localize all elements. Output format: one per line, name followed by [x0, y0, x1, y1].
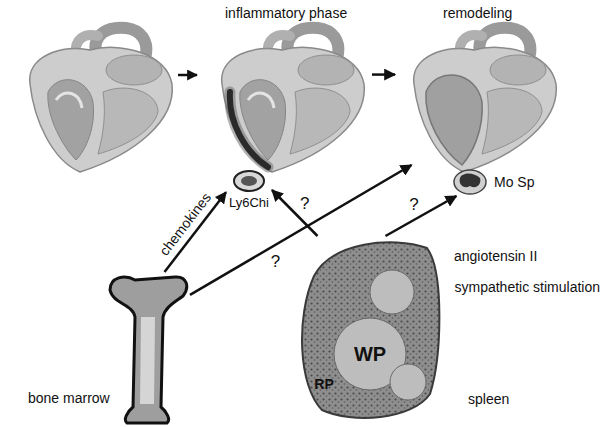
remodeled-heart — [414, 28, 557, 172]
connector-arrow — [372, 73, 395, 76]
splenic-monocyte-cell — [452, 168, 488, 196]
node-label: spleen — [468, 391, 509, 407]
normal-heart — [30, 28, 173, 172]
connector-arrow — [386, 196, 457, 236]
bone-marrow-node: bone marrow — [105, 272, 190, 425]
node-label: Ly6Chi — [229, 195, 269, 211]
phase-heading: remodeling — [443, 5, 512, 21]
phase-heading: inflammatory phase — [225, 5, 347, 21]
femur-drawing — [105, 272, 190, 425]
question-mark: ? — [298, 194, 311, 213]
stimulus-label: sympathetic stimulation — [454, 279, 600, 295]
heart-node: inflammatory phase — [200, 28, 372, 165]
progression-arrow — [178, 74, 197, 77]
region-label: RP — [314, 376, 333, 392]
stimulus-label: angiotensin II — [454, 248, 537, 264]
heart-node: remodeling — [395, 28, 560, 165]
question-mark: ? — [269, 252, 282, 271]
question-mark: ? — [407, 195, 420, 214]
infarcted-heart — [222, 28, 365, 172]
signal-label: chemokines — [155, 188, 216, 260]
monocyte-cell — [226, 168, 272, 194]
spleen-section — [292, 236, 462, 425]
cell-node: Mo Sp — [452, 168, 540, 196]
cell-node: Ly6Chi — [226, 168, 272, 212]
connector-arrow — [272, 190, 318, 236]
region-label: WP — [354, 343, 386, 365]
node-label: bone marrow — [28, 390, 110, 406]
spleen-node: spleen — [292, 236, 462, 425]
node-label: Mo Sp — [492, 174, 536, 190]
